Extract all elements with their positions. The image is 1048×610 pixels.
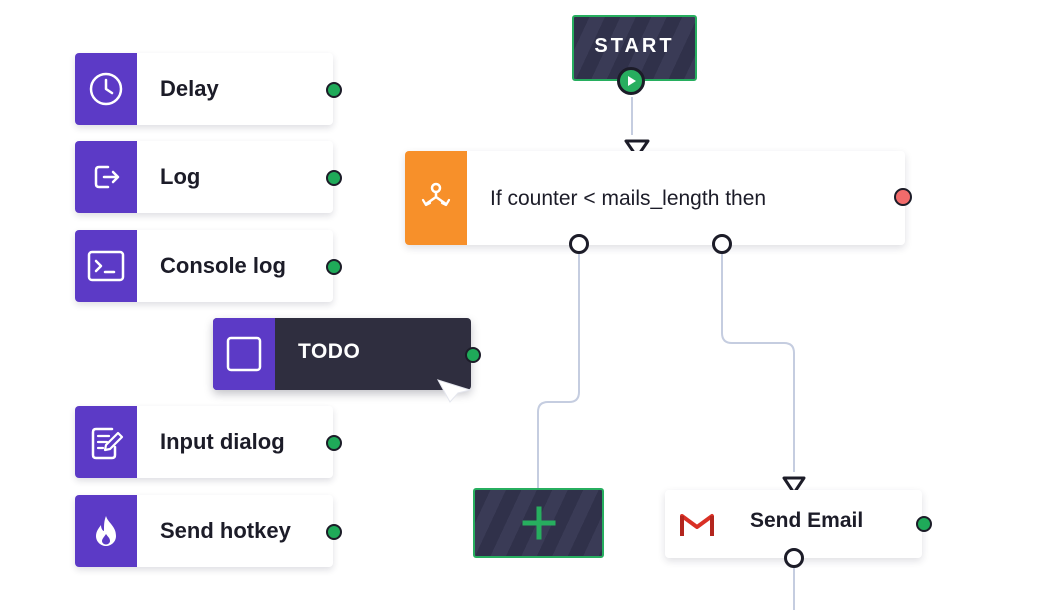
wire-condition-to-add bbox=[537, 253, 580, 488]
condition-true-port[interactable] bbox=[569, 234, 589, 254]
gmail-icon bbox=[680, 514, 714, 536]
input-dialog-output-port[interactable] bbox=[326, 435, 342, 451]
palette-block-label: Console log bbox=[160, 253, 286, 278]
plus-icon bbox=[522, 506, 555, 540]
palette-block-log[interactable]: Log bbox=[75, 141, 333, 213]
palette-block-label: Delay bbox=[160, 76, 219, 101]
condition-false-port[interactable] bbox=[712, 234, 732, 254]
flame-icon bbox=[75, 495, 137, 567]
palette-block-delay[interactable]: Delay bbox=[75, 53, 333, 125]
start-node-label: START bbox=[594, 35, 675, 57]
log-output-port[interactable] bbox=[326, 170, 342, 186]
palette-block-input-dialog[interactable]: Input dialog bbox=[75, 406, 333, 478]
dragged-block-todo[interactable]: TODO bbox=[213, 318, 471, 390]
mouse-cursor-icon bbox=[436, 379, 472, 403]
branch-icon bbox=[405, 151, 467, 245]
terminal-icon bbox=[75, 230, 137, 302]
palette-block-label: Log bbox=[160, 164, 201, 189]
send-hotkey-output-port[interactable] bbox=[326, 524, 342, 540]
square-icon bbox=[213, 318, 275, 390]
condition-node[interactable]: If counter < mails_length then bbox=[405, 151, 905, 245]
clock-icon bbox=[75, 53, 137, 125]
delay-output-port[interactable] bbox=[326, 82, 342, 98]
send-email-output-port[interactable] bbox=[784, 548, 804, 568]
palette-block-label: Input dialog bbox=[160, 429, 285, 454]
add-node-button[interactable] bbox=[473, 488, 604, 558]
palette-block-label: Send hotkey bbox=[160, 518, 291, 543]
palette-block-console-log[interactable]: Console log bbox=[75, 230, 333, 302]
play-icon[interactable] bbox=[617, 67, 645, 95]
log-out-icon bbox=[75, 141, 137, 213]
send-email-label: Send Email bbox=[750, 509, 864, 532]
console-log-output-port[interactable] bbox=[326, 259, 342, 275]
send-email-error-port[interactable] bbox=[916, 516, 932, 532]
wire-condition-to-email bbox=[721, 253, 795, 472]
condition-node-label: If counter < mails_length then bbox=[490, 187, 767, 210]
dragged-block-label: TODO bbox=[298, 340, 361, 363]
edit-document-icon bbox=[75, 406, 137, 478]
palette-block-send-hotkey[interactable]: Send hotkey bbox=[75, 495, 333, 567]
todo-output-port[interactable] bbox=[465, 347, 481, 363]
send-email-node[interactable]: Send Email bbox=[665, 490, 922, 558]
condition-error-port[interactable] bbox=[894, 188, 912, 206]
